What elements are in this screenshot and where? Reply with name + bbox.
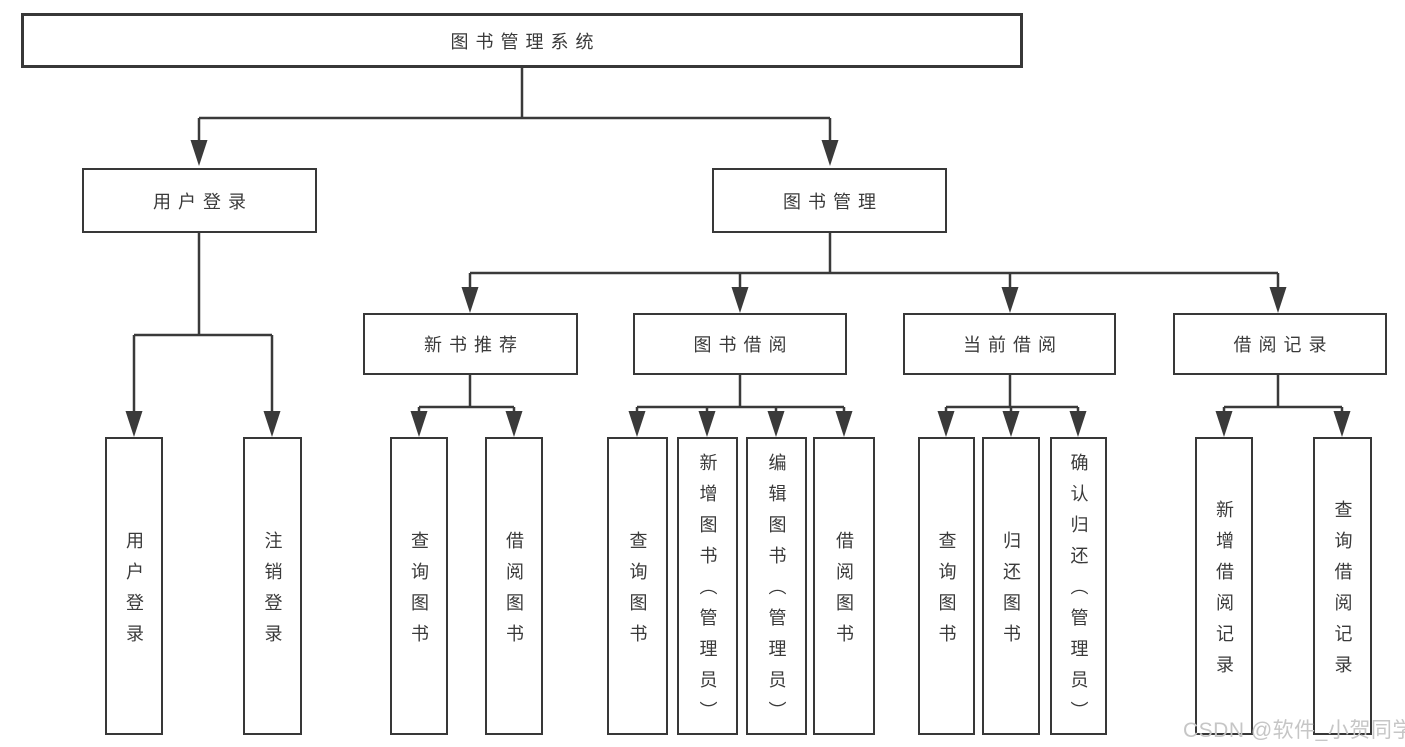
node-root-label: 图书管理系统 xyxy=(450,31,601,52)
node-leaf-query-books-2-label: 查询图书 xyxy=(627,530,648,655)
node-leaf-add-book-admin: 新增图书（管理员） xyxy=(677,437,738,735)
node-leaf-borrow-books-2-label: 借阅图书 xyxy=(834,530,854,655)
node-leaf-user-login-label: 用户登录 xyxy=(124,530,144,655)
arrowheads xyxy=(125,140,1351,437)
node-leaf-add-borrow-record: 新增借阅记录 xyxy=(1195,437,1253,735)
node-leaf-borrow-books-1-label: 借阅图书 xyxy=(504,530,524,655)
node-leaf-add-borrow-record-label: 新增借阅记录 xyxy=(1214,499,1234,686)
node-borrow-records-label: 借阅记录 xyxy=(1233,335,1334,355)
node-user-login-label: 用户登录 xyxy=(153,191,253,212)
node-leaf-logout-label: 注销登录 xyxy=(262,530,283,655)
node-leaf-query-books-2: 查询图书 xyxy=(607,437,668,735)
node-leaf-edit-book-admin-label: 编辑图书（管理员） xyxy=(766,453,787,732)
node-leaf-user-login: 用户登录 xyxy=(105,437,163,735)
node-leaf-return-book: 归还图书 xyxy=(982,437,1040,735)
csdn-watermark: CSDN @软件_小贺同学 xyxy=(1183,719,1405,742)
node-new-book-recommend-label: 新书推荐 xyxy=(424,335,524,355)
node-root: 图书管理系统 xyxy=(21,13,1023,68)
node-leaf-return-book-label: 归还图书 xyxy=(1001,530,1021,655)
node-leaf-query-books-1-label: 查询图书 xyxy=(409,530,429,655)
node-leaf-confirm-return-admin: 确认归还（管理员） xyxy=(1050,437,1107,735)
node-book-borrow-label: 图书借阅 xyxy=(693,335,794,355)
node-user-login: 用户登录 xyxy=(82,168,317,233)
node-leaf-query-books-1: 查询图书 xyxy=(390,437,448,735)
node-borrow-records: 借阅记录 xyxy=(1173,313,1387,375)
node-new-book-recommend: 新书推荐 xyxy=(363,313,578,375)
node-leaf-add-book-admin-label: 新增图书（管理员） xyxy=(697,453,718,732)
node-leaf-borrow-books-2: 借阅图书 xyxy=(813,437,875,735)
node-current-borrow-label: 当前借阅 xyxy=(963,335,1063,355)
node-book-management: 图书管理 xyxy=(712,168,947,233)
node-book-borrow: 图书借阅 xyxy=(633,313,847,375)
node-leaf-query-borrow-record-label: 查询借阅记录 xyxy=(1332,499,1353,686)
node-book-management-label: 图书管理 xyxy=(783,191,883,212)
node-current-borrow: 当前借阅 xyxy=(903,313,1116,375)
node-leaf-edit-book-admin: 编辑图书（管理员） xyxy=(746,437,807,735)
node-leaf-query-books-3: 查询图书 xyxy=(918,437,975,735)
node-leaf-confirm-return-admin-label: 确认归还（管理员） xyxy=(1068,453,1089,732)
node-leaf-query-borrow-record: 查询借阅记录 xyxy=(1313,437,1372,735)
node-leaf-logout: 注销登录 xyxy=(243,437,302,735)
connector-paths xyxy=(132,68,1344,412)
node-leaf-borrow-books-1: 借阅图书 xyxy=(485,437,543,735)
node-leaf-query-books-3-label: 查询图书 xyxy=(936,530,957,655)
